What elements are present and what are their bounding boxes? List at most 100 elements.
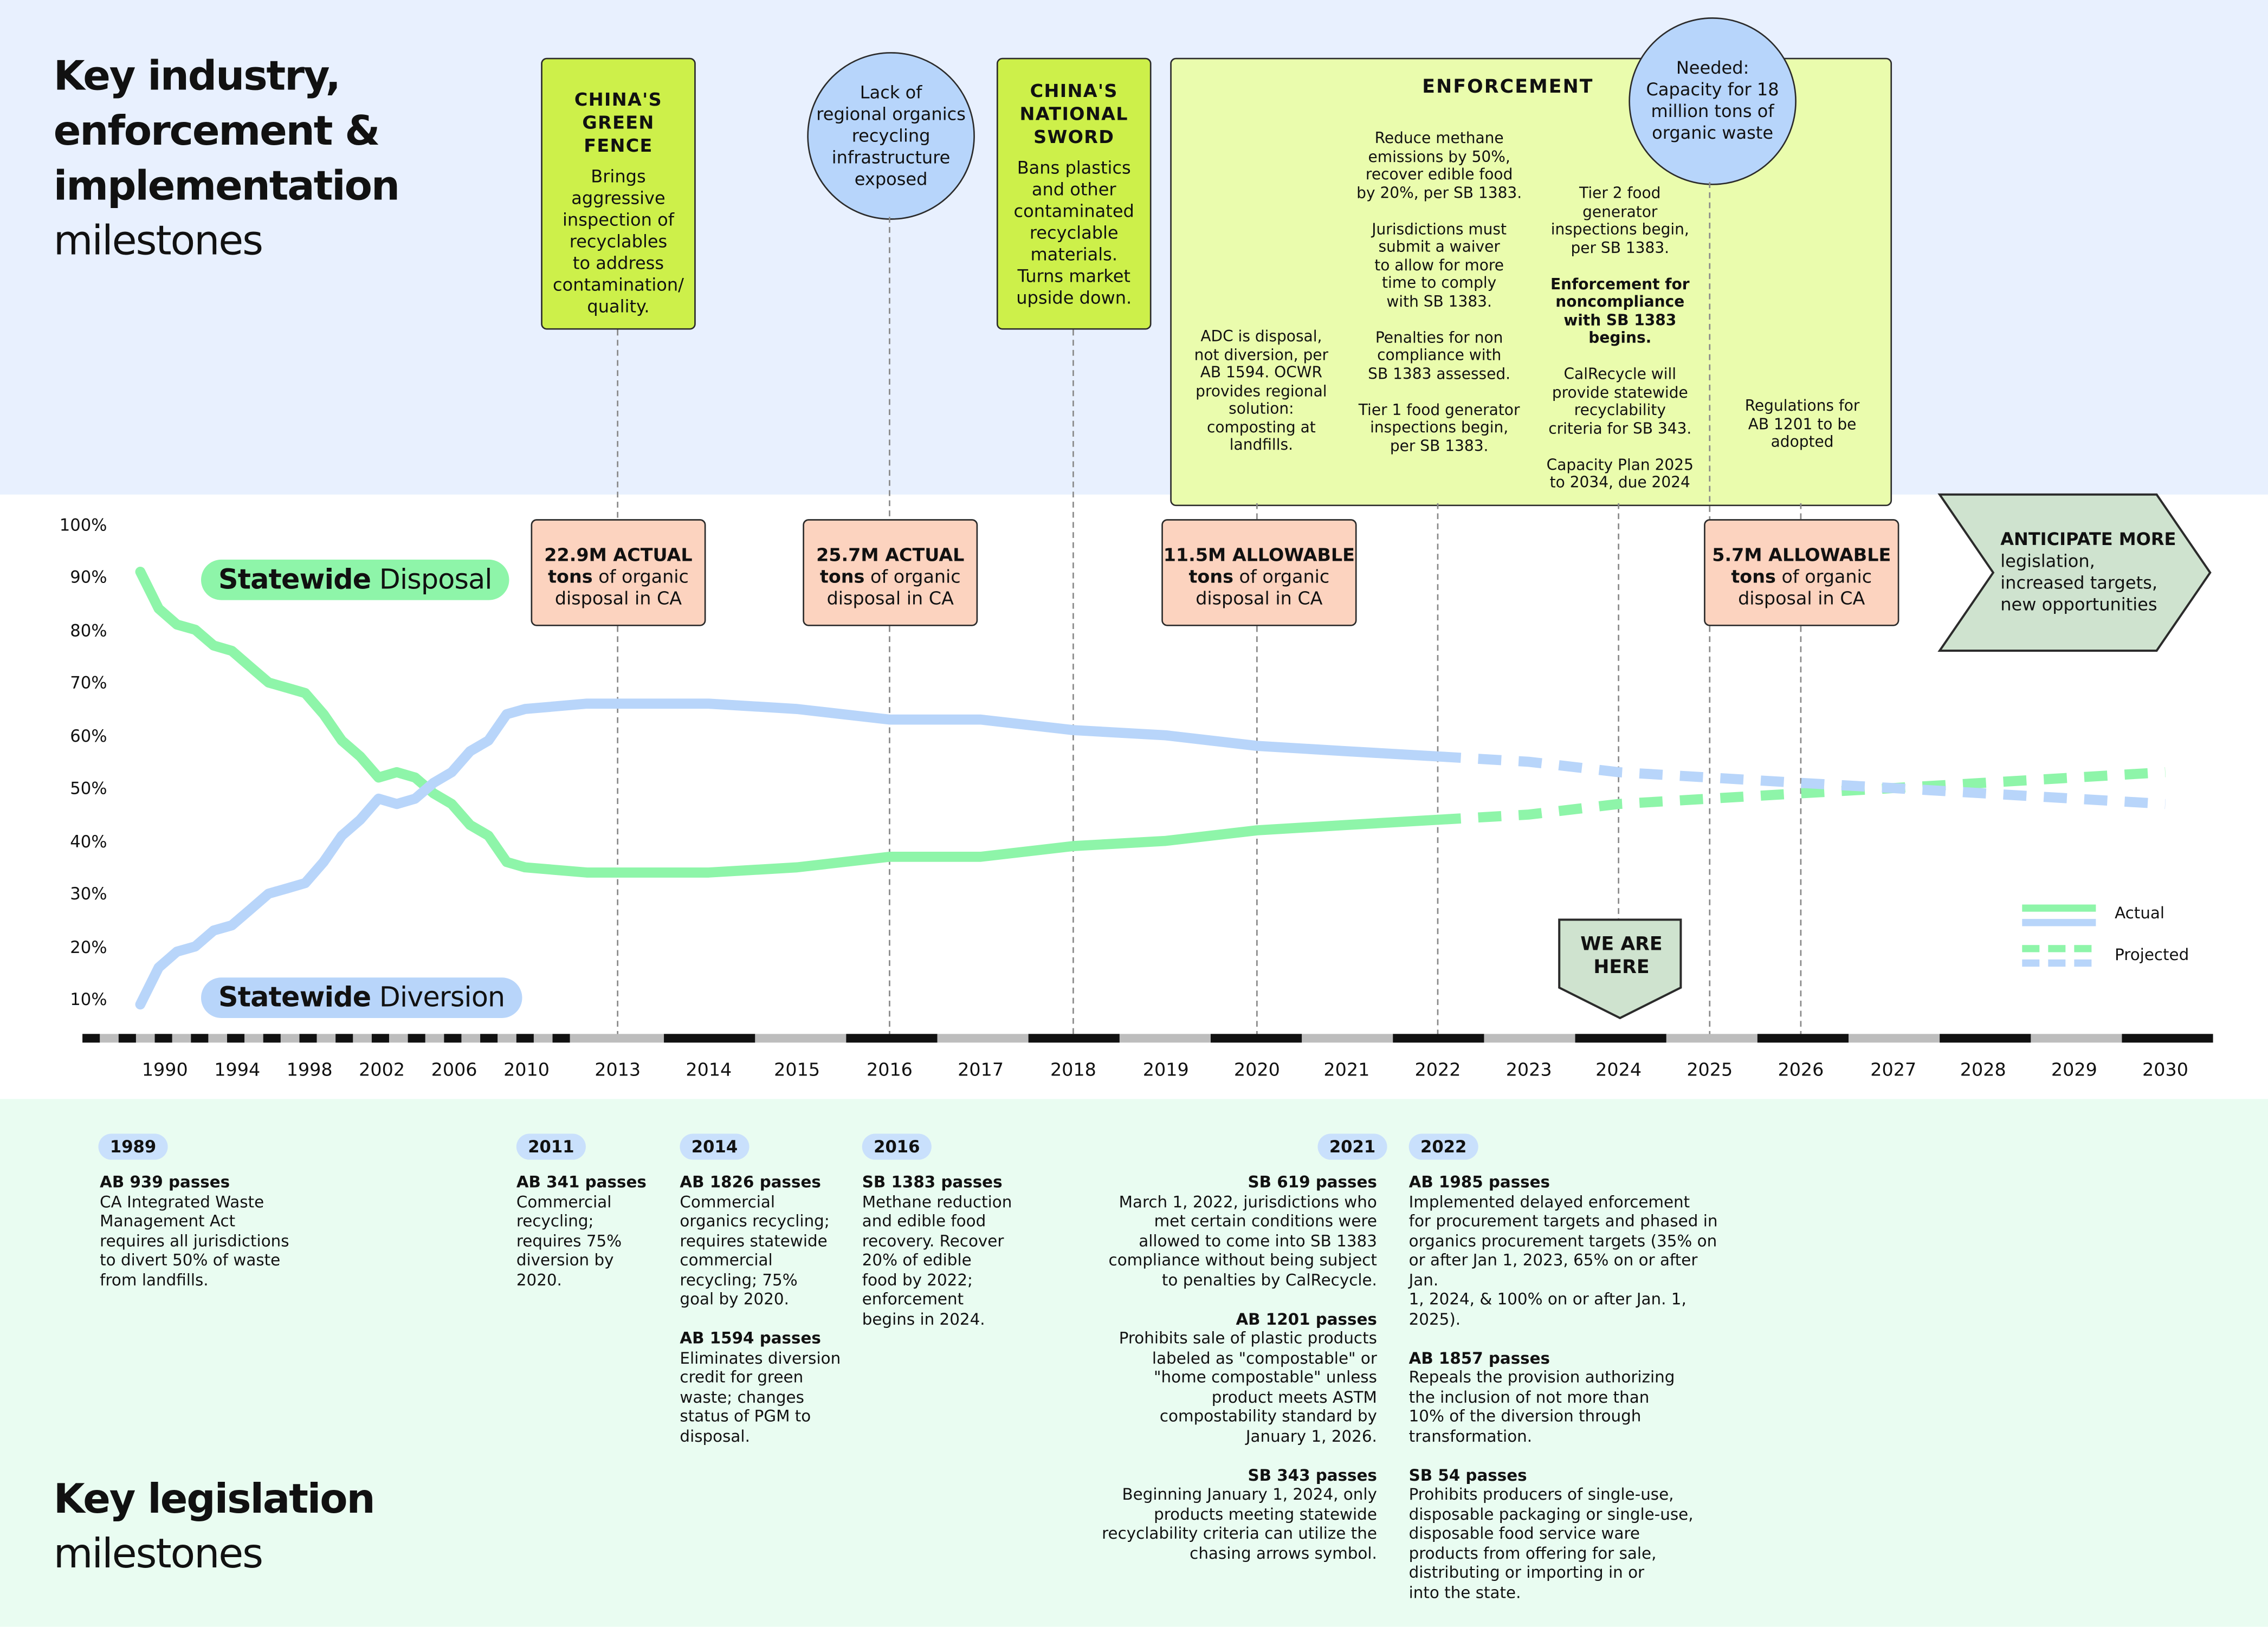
- circle-line: million tons of: [1651, 101, 1774, 122]
- enforcement-line: Enforcement for: [1550, 275, 1690, 293]
- year-pill: 2021: [1317, 1133, 1387, 1160]
- disposal-label: Statewide Disposal: [201, 559, 509, 600]
- enforcement-line: inspections begin,: [1370, 419, 1509, 437]
- enforcement-line: solution:: [1229, 400, 1294, 418]
- legislation-title: AB 1985 passes: [1408, 1172, 1550, 1192]
- legislation-title: SB 343 passes: [1248, 1466, 1377, 1485]
- year-pill: 2014: [680, 1133, 749, 1160]
- tons-word: tons: [1731, 565, 1776, 587]
- timeline-segment: [371, 1034, 389, 1043]
- box-line: aggressive: [571, 187, 665, 209]
- x-tick-label: 2017: [958, 1058, 1004, 1080]
- legend-projected: Projected: [2115, 945, 2189, 965]
- national-sword-box: CHINA'S NATIONAL SWORD Bans plastics and…: [996, 57, 1152, 330]
- enforcement-2024: Tier 2 food generator inspections begin,…: [1537, 185, 1702, 492]
- tons-text: of organic: [592, 565, 689, 587]
- enforcement-line: per SB 1383.: [1390, 437, 1489, 455]
- x-tick-label: 2024: [1595, 1058, 1642, 1080]
- enforcement-line: with SB 1383: [1563, 312, 1677, 329]
- enforcement-line: compliance with: [1377, 347, 1502, 365]
- legislation-line: Methane reduction: [862, 1192, 1012, 1211]
- x-tick-label: 2015: [774, 1058, 820, 1080]
- x-tick-label: 2028: [1960, 1058, 2006, 1080]
- timeline-segment: [227, 1034, 245, 1043]
- box-line: contaminated: [1013, 200, 1134, 222]
- legislation-line: 1, 2024, & 100% on or after Jan. 1, 2025…: [1408, 1289, 1687, 1328]
- tons-word: tons: [548, 565, 593, 587]
- legislation-line: compostability standard by: [1159, 1406, 1377, 1426]
- enforcement-line: CalRecycle will: [1563, 366, 1677, 384]
- legislation-line: compliance without being subject: [1108, 1250, 1377, 1270]
- y-tick-label: 50%: [70, 777, 107, 799]
- enforcement-line: composting at: [1206, 418, 1316, 436]
- enforcement-2020: ADC is disposal, not diversion, per AB 1…: [1183, 328, 1339, 455]
- series-actual-line: [135, 698, 1443, 1010]
- box-line: recyclable: [1029, 223, 1119, 243]
- timeline-axis: [82, 1034, 2212, 1043]
- anticipate-arrow: [1937, 493, 2212, 652]
- tons-text: disposal in CA: [1196, 587, 1323, 609]
- enforcement-line: Penalties for non: [1375, 329, 1503, 347]
- enforcement-2026: Regulations for AB 1201 to be adopted: [1730, 398, 1875, 452]
- series-projected-line: [1437, 767, 2166, 825]
- enforcement-line: noncompliance: [1555, 293, 1685, 311]
- legislation-line: distributing or importing in or: [1408, 1563, 1645, 1582]
- timeline-segment: [444, 1034, 462, 1043]
- year-pill: 2022: [1408, 1133, 1478, 1160]
- diversion-label: Statewide Diversion: [201, 977, 522, 1018]
- y-tick-label: 70%: [70, 672, 107, 693]
- x-tick-label: 2010: [503, 1058, 550, 1080]
- enforcement-line: landfills.: [1229, 437, 1294, 455]
- legislation-line: organics recycling;: [680, 1211, 830, 1231]
- x-tick-label: 2002: [359, 1058, 405, 1080]
- x-tick-label: 2027: [1870, 1058, 1917, 1080]
- tons-box-2020: 11.5M ALLOWABLE tons of organic disposal…: [1161, 519, 1357, 626]
- legislation-line: begins in 2024.: [862, 1309, 985, 1328]
- timeline-segment: [191, 1034, 209, 1043]
- pill-bold: Statewide: [218, 982, 371, 1014]
- legislation-line: recovery. Recover: [862, 1231, 1004, 1250]
- legislation-line: 10% of the diversion through: [1408, 1406, 1642, 1426]
- legislation-line: labeled as "compostable" or: [1152, 1348, 1377, 1367]
- legislation-title: AB 939 passes: [100, 1172, 230, 1192]
- timeline-segment: [299, 1034, 317, 1043]
- tons-text: of organic: [864, 565, 961, 587]
- x-tick-label: 2022: [1414, 1058, 1461, 1080]
- x-tick-label: 2016: [866, 1058, 913, 1080]
- series-projected-line: [1437, 751, 2166, 809]
- y-tick-label: 20%: [70, 937, 107, 957]
- y-tick-label: 100%: [59, 515, 107, 535]
- tons-amount: 22.9M ACTUAL: [544, 543, 693, 566]
- legislation-line: requires all jurisdictions: [100, 1231, 289, 1250]
- box-title: CHINA'S: [574, 88, 663, 110]
- tons-amount: 25.7M ACTUAL: [816, 543, 965, 566]
- pill-bold: Statewide: [218, 563, 371, 596]
- x-tick-label: 1990: [141, 1058, 188, 1080]
- box-title: CHINA'S: [1030, 79, 1118, 101]
- x-tick-label: 2026: [1778, 1058, 1824, 1080]
- legislation-line: January 1, 2026.: [1245, 1426, 1377, 1445]
- heading-line: milestones: [53, 1529, 263, 1578]
- timeline-segment: [154, 1034, 172, 1043]
- green-fence-box: CHINA'S GREEN FENCE Brings aggressive in…: [541, 57, 696, 330]
- y-tick-label: 40%: [70, 831, 107, 852]
- legislation-line: status of PGM to: [680, 1406, 811, 1426]
- circle-line: exposed: [854, 168, 928, 189]
- legislation-line: products from offering for sale,: [1408, 1544, 1657, 1563]
- enforcement-line: criteria for SB 343.: [1548, 420, 1692, 438]
- year-pill: 1989: [98, 1133, 168, 1160]
- enforcement-line: begins.: [1588, 329, 1652, 347]
- enforcement-line: adopted: [1771, 433, 1834, 451]
- legislation-line: commercial: [680, 1250, 773, 1270]
- legislation-line: and edible food: [862, 1211, 986, 1231]
- x-tick-label: 2013: [595, 1058, 641, 1080]
- legislation-line: to penalties by CalRecycle.: [1161, 1270, 1377, 1289]
- legislation-line: 20% of edible: [862, 1250, 972, 1270]
- y-tick-label: 60%: [70, 725, 107, 747]
- circle-line: Capacity for 18: [1646, 79, 1779, 100]
- legislation-line: disposable food service ware: [1408, 1524, 1640, 1543]
- timeline-segment: [1575, 1034, 1666, 1043]
- timeline-segment: [408, 1034, 425, 1043]
- timeline-segment: [263, 1034, 281, 1043]
